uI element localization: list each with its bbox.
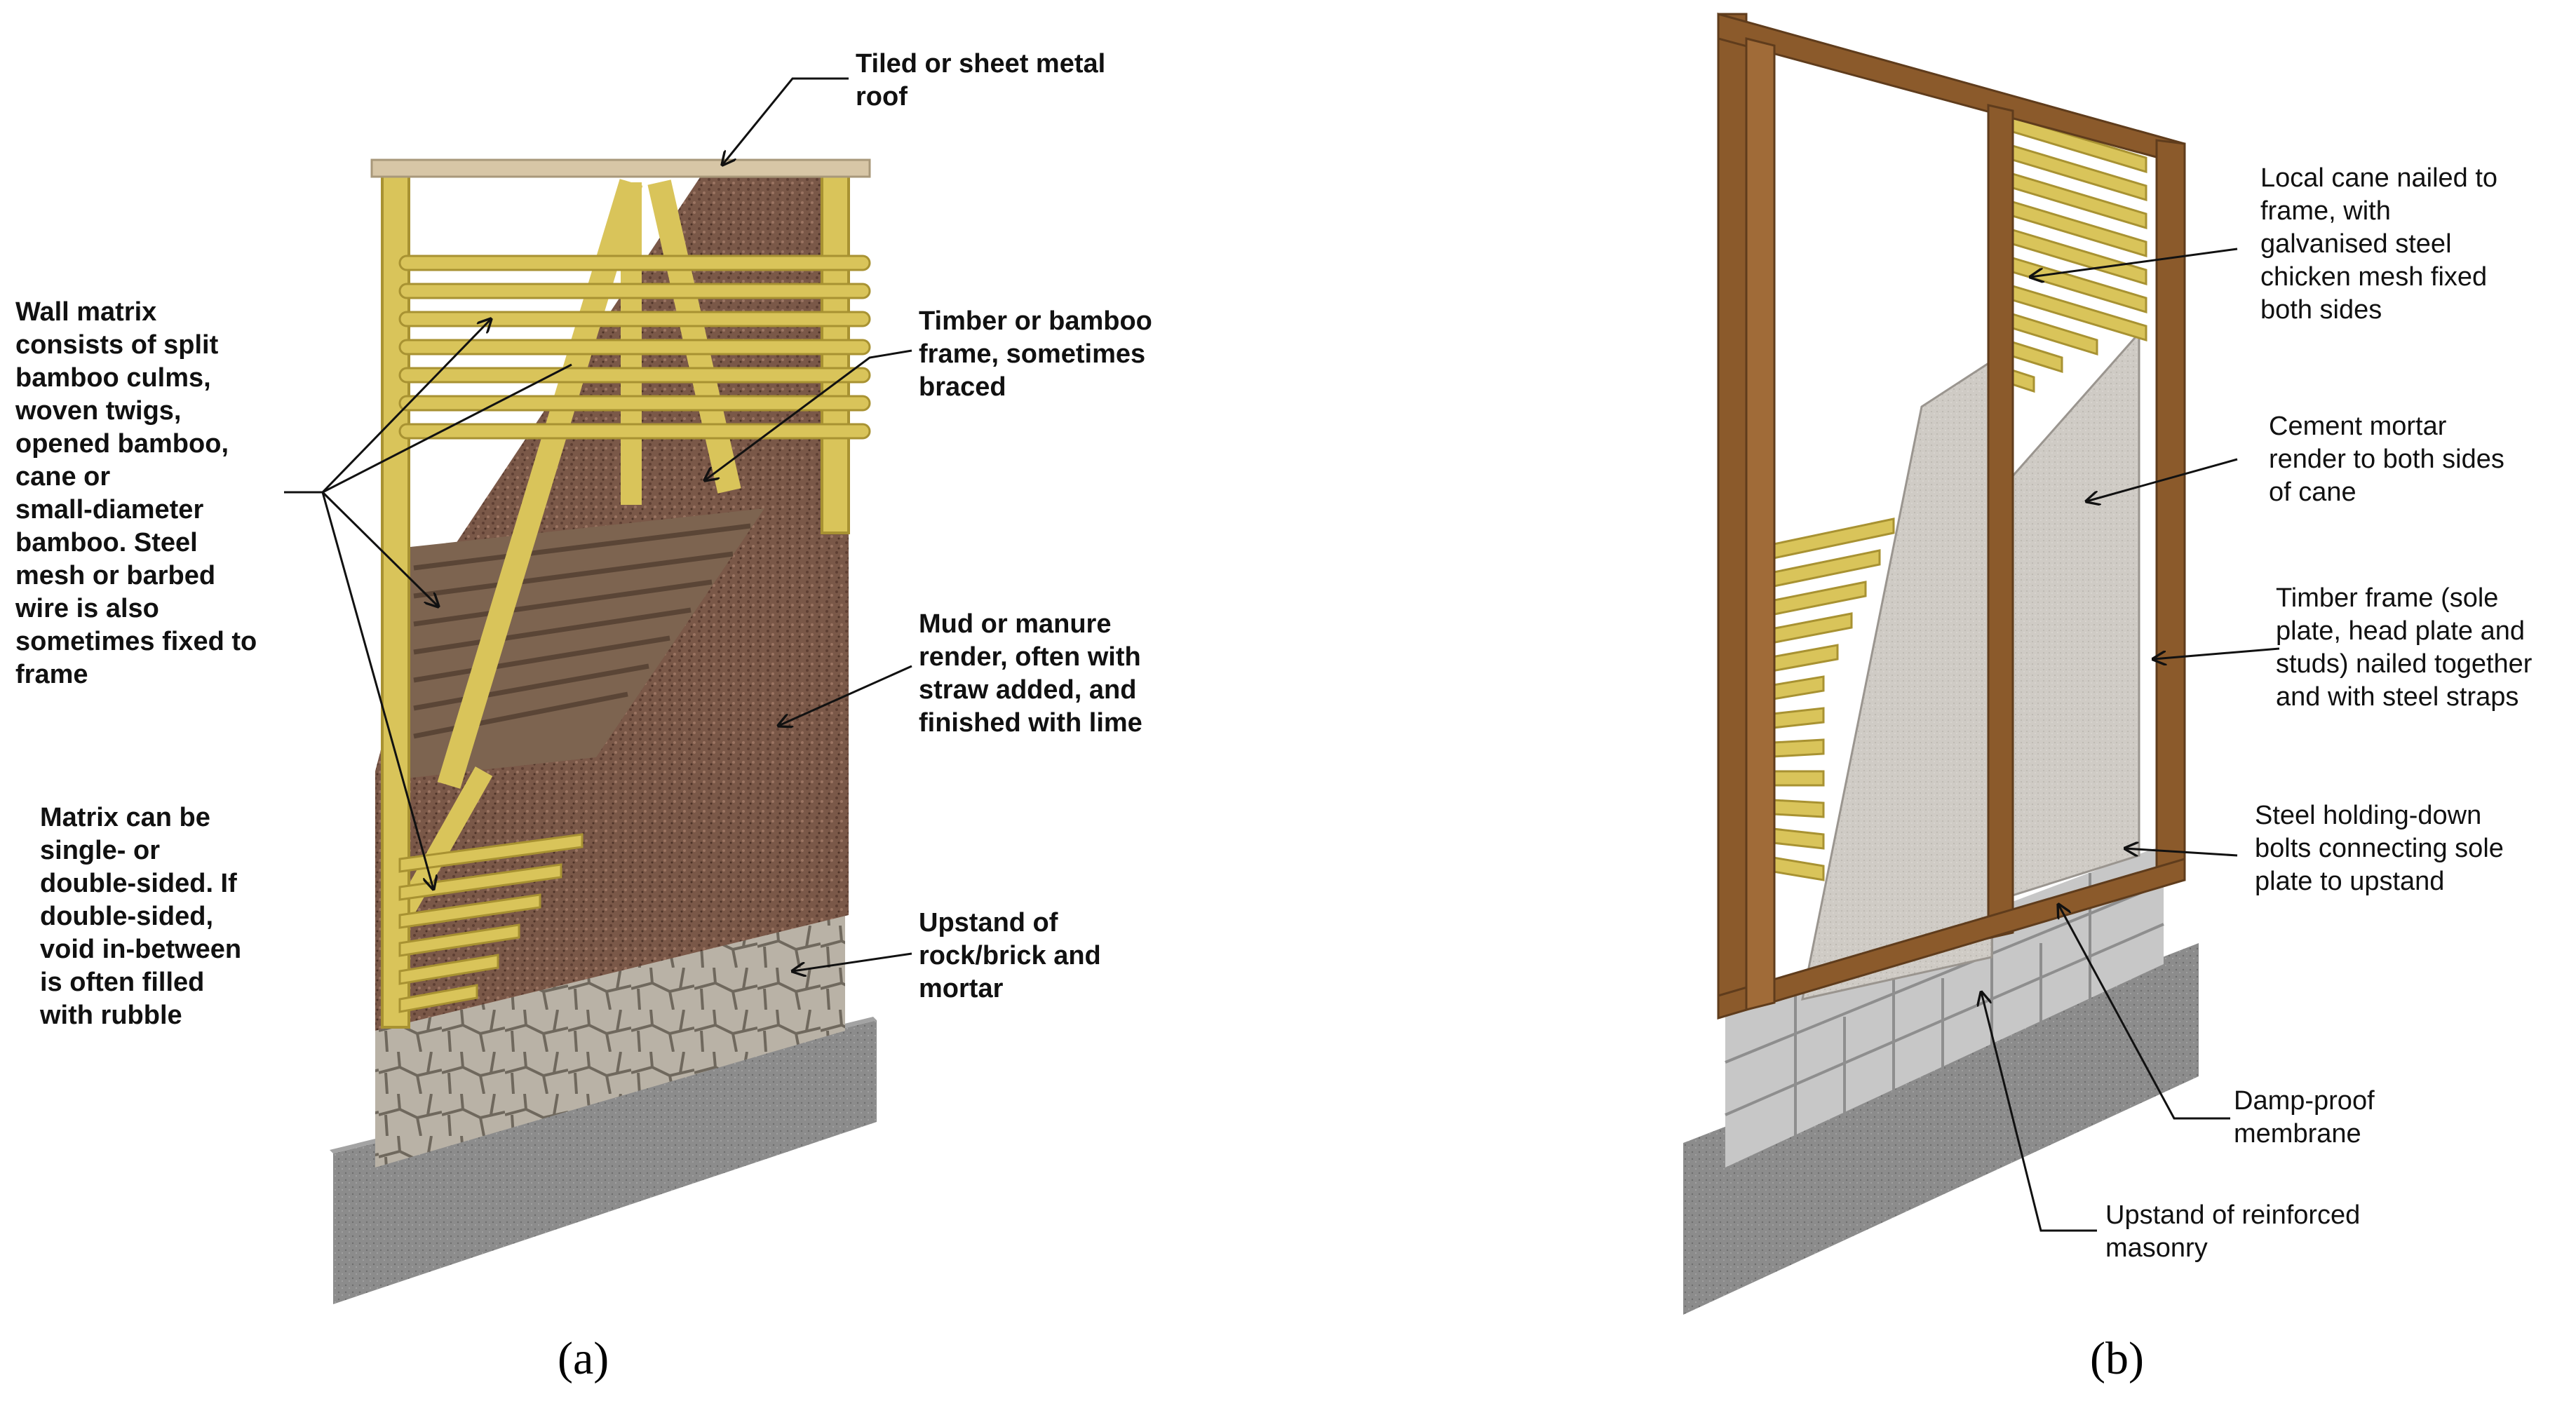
panel-a-leaders xyxy=(284,77,912,971)
concrete-footing xyxy=(333,1020,877,1304)
stone-upstand xyxy=(375,915,845,1167)
label-holding-down-bolts: Steel holding-down bolts connecting sole… xyxy=(2255,801,2504,896)
bamboo-slats-lower xyxy=(398,833,584,1013)
label-frame: Timber or bamboo frame, sometimes braced xyxy=(919,306,1152,402)
label-local-cane: Local cane nailed to frame, with galvani… xyxy=(2260,163,2498,325)
mortar-render-left xyxy=(1801,359,1993,1001)
roof-plate xyxy=(370,158,871,178)
timber-frame xyxy=(1717,13,2186,1020)
label-wall-matrix: Wall matrix consists of split bamboo cul… xyxy=(15,297,257,689)
bamboo-slats-upper xyxy=(398,255,871,440)
panel-b-leaders xyxy=(1981,248,2280,1232)
block-upstand xyxy=(1725,845,2164,1167)
label-reinforced-masonry: Upstand of reinforced masonry xyxy=(2105,1200,2361,1263)
panel-a-illustration xyxy=(284,77,912,1304)
masonry-footing xyxy=(1683,943,2199,1315)
woven-twigs xyxy=(407,508,764,778)
label-damp-proof-membrane: Damp-proof membrane xyxy=(2234,1086,2375,1149)
caption-b: (b) xyxy=(2090,1333,2144,1384)
label-timber-frame: Timber frame (sole plate, head plate and… xyxy=(2276,583,2533,712)
caption-a: (a) xyxy=(558,1333,609,1384)
label-matrix-sided: Matrix can be single- or double-sided. I… xyxy=(40,803,242,1030)
label-mud-render: Mud or manure render, often with straw a… xyxy=(919,609,1142,738)
label-upstand-rock: Upstand of rock/brick and mortar xyxy=(919,908,1101,1003)
label-cement-mortar: Cement mortar render to both sides of ca… xyxy=(2269,412,2504,507)
mortar-render-right xyxy=(2004,330,2140,900)
panel-b-illustration xyxy=(1683,13,2280,1315)
label-roof: Tiled or sheet metal roof xyxy=(856,49,1106,111)
